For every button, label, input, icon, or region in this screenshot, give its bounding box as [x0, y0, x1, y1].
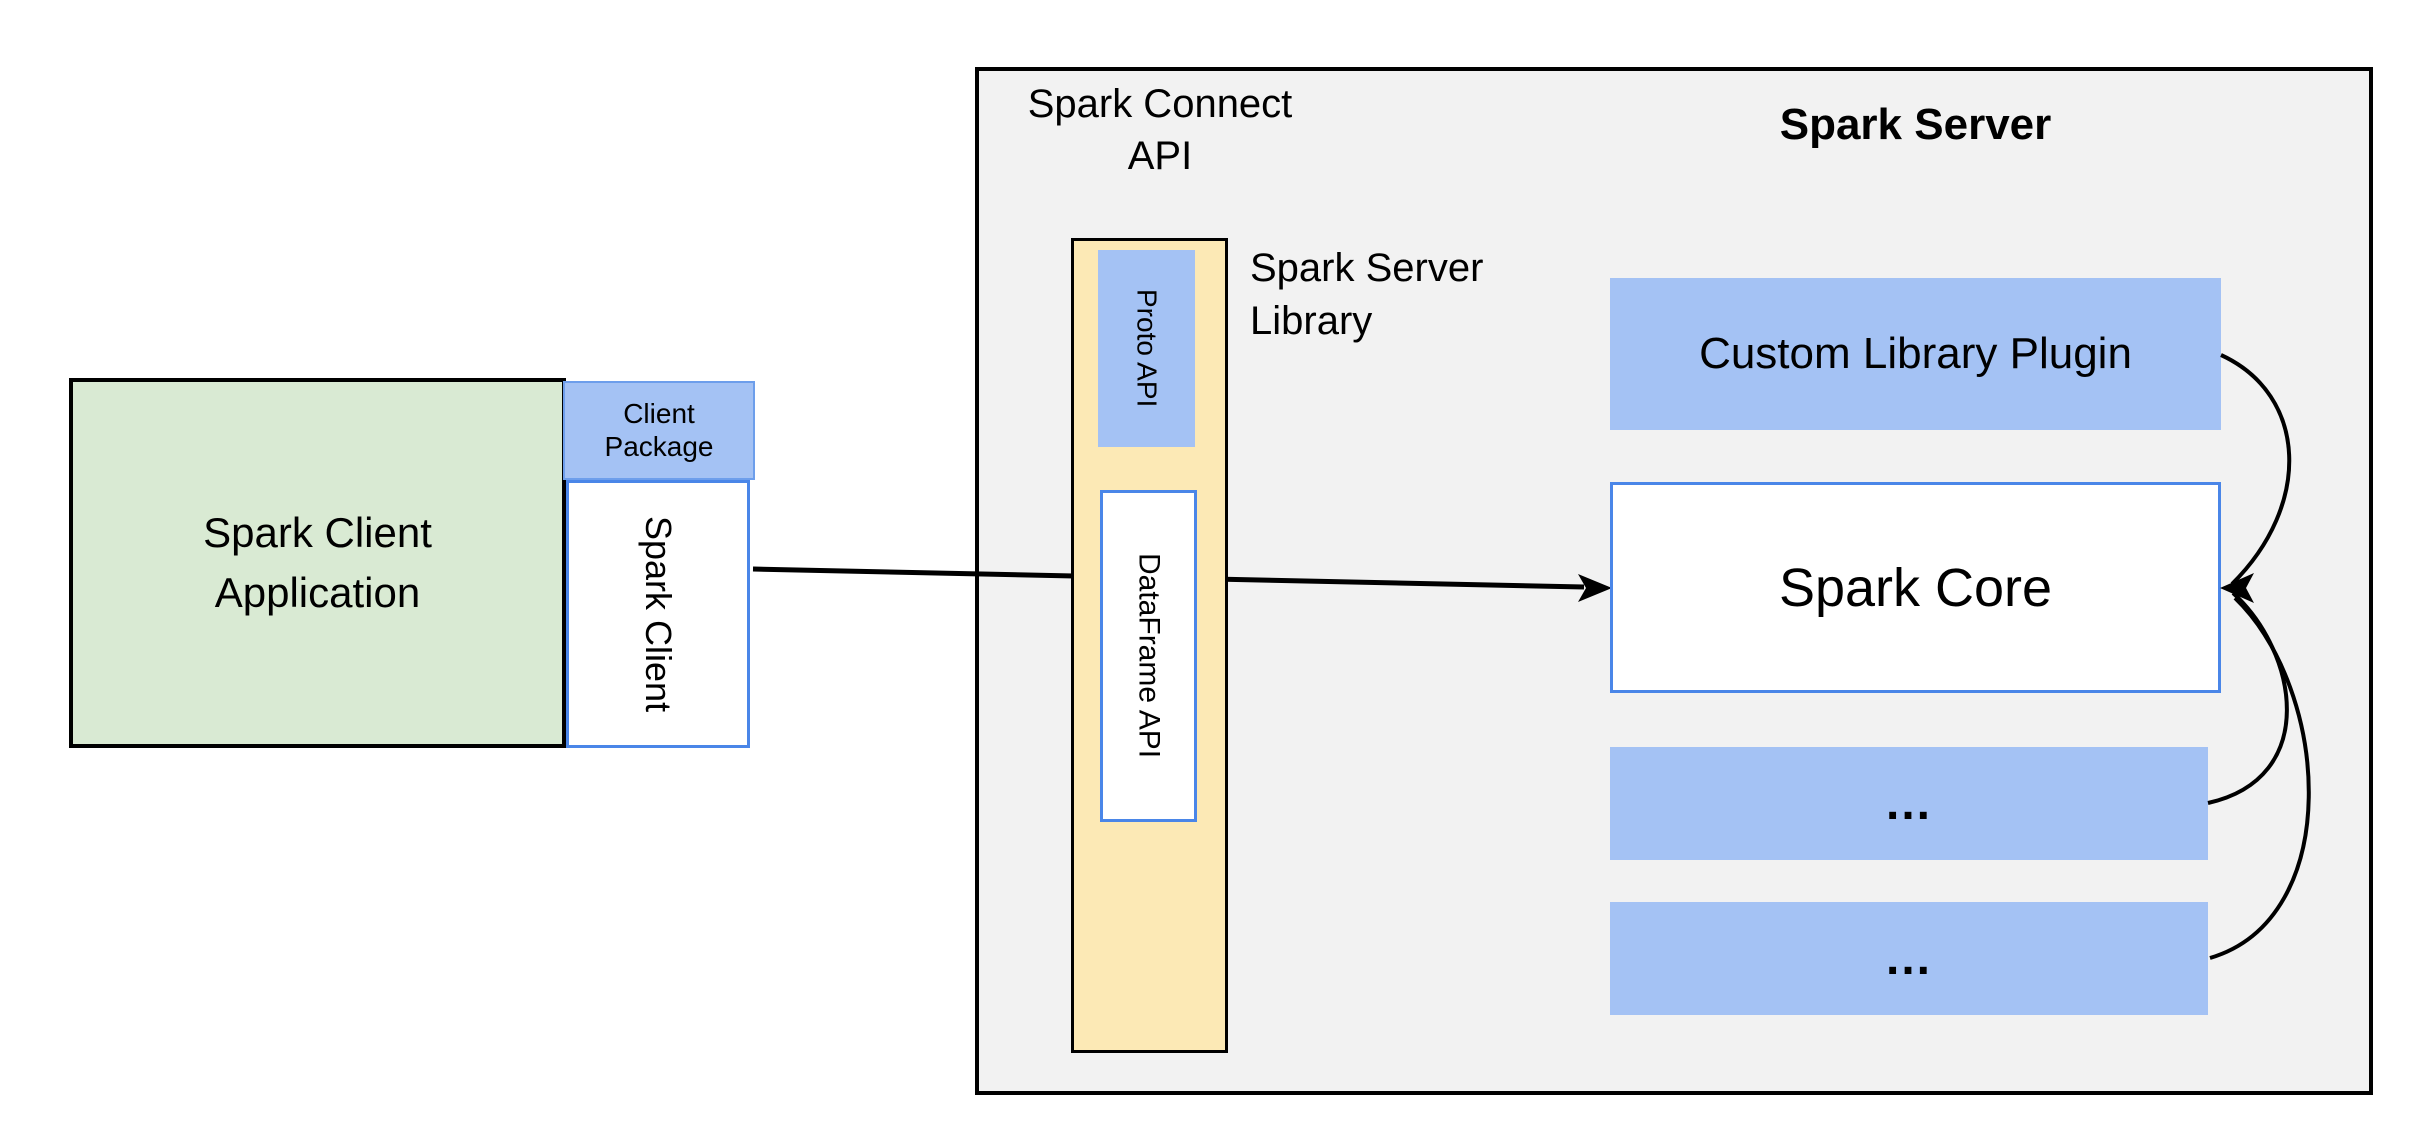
- client-package-label: Client Package: [604, 398, 714, 462]
- spark-client-application-box: Spark Client Application: [69, 378, 566, 748]
- spark-core-box: Spark Core: [1610, 482, 2221, 693]
- spark-client-label: Spark Client: [638, 515, 679, 713]
- module-row-1: ...: [1610, 747, 2208, 860]
- dataframe-api-label: DataFrame API: [1132, 553, 1166, 759]
- client-package-box: Client Package: [563, 381, 755, 480]
- spark-core-label: Spark Core: [1778, 557, 2053, 618]
- spark-server-title: Spark Server: [1610, 100, 2221, 150]
- spark-server-library-label: Spark Server Library: [1250, 242, 1550, 348]
- module-row-2: ...: [1610, 902, 2208, 1015]
- spark-server-library-text: Spark Server Library: [1250, 246, 1484, 343]
- dataframe-api-box: DataFrame API: [1100, 490, 1197, 822]
- spark-connect-api-title-text: Spark Connect API: [1027, 82, 1293, 178]
- proto-api-label: Proto API: [1131, 289, 1163, 408]
- spark-connect-api-title: Spark Connect API: [990, 78, 1330, 182]
- proto-api-box: Proto API: [1098, 250, 1195, 447]
- module-row-2-label: ...: [1885, 932, 1932, 985]
- custom-library-plugin-box: Custom Library Plugin: [1610, 278, 2221, 430]
- module-row-1-label: ...: [1885, 777, 1932, 830]
- spark-server-title-text: Spark Server: [1779, 100, 2052, 149]
- custom-library-plugin-label: Custom Library Plugin: [1699, 329, 2132, 378]
- spark-client-box: Spark Client: [566, 480, 750, 748]
- spark-client-application-label: Spark Client Application: [203, 509, 432, 616]
